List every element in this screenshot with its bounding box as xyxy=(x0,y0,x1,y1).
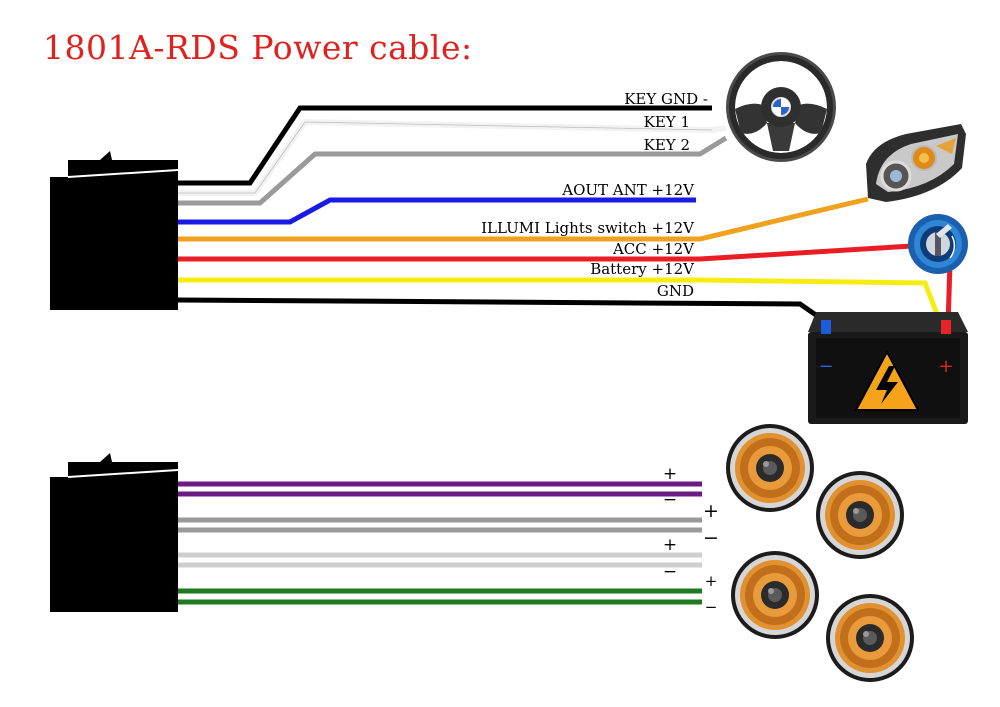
wire-key-gnd xyxy=(178,105,712,186)
speaker-icon-4 xyxy=(826,594,914,682)
speaker-wires xyxy=(178,481,702,605)
wire-acc xyxy=(178,243,913,262)
label-gnd: GND xyxy=(657,282,694,300)
label-key-1: KEY 1 xyxy=(644,113,690,131)
polarity-2: − xyxy=(663,490,677,510)
polarity-7: + xyxy=(705,572,718,590)
label-acc: ACC +12V xyxy=(612,240,695,258)
headlight-icon xyxy=(866,124,966,202)
high-voltage-icon xyxy=(854,349,920,411)
speaker-icon-1 xyxy=(726,424,814,512)
power-labels: KEY GND - KEY 1 KEY 2 AOUT ANT +12V ILLU… xyxy=(481,90,708,300)
polarity-1: + xyxy=(663,464,677,484)
label-aout: AOUT ANT +12V xyxy=(561,181,695,199)
ignition-key-icon xyxy=(908,214,968,274)
steering-wheel-icon xyxy=(726,52,836,162)
car-battery-icon: − + xyxy=(808,312,968,424)
label-key-2: KEY 2 xyxy=(644,136,690,154)
battery-positive-symbol: + xyxy=(938,356,953,377)
power-connector xyxy=(50,151,179,310)
wire-battery xyxy=(178,277,943,323)
polarity-labels: + − + − + − + − xyxy=(663,464,719,616)
polarity-4: − xyxy=(703,527,719,549)
wire-key-1-outline xyxy=(178,121,713,194)
polarity-3: + xyxy=(703,500,719,522)
speaker-connector xyxy=(50,453,179,612)
speaker-icon-3 xyxy=(731,551,819,639)
power-wires xyxy=(177,105,953,327)
diagram-title: 1801A-RDS Power cable: xyxy=(43,28,473,67)
label-key-gnd: KEY GND - xyxy=(624,90,708,108)
wire-key-2 xyxy=(178,135,728,206)
battery-negative-symbol: − xyxy=(818,356,833,377)
speaker-icon-2 xyxy=(816,471,904,559)
label-illumi: ILLUMI Lights switch +12V xyxy=(481,219,695,237)
polarity-5: + xyxy=(663,535,677,555)
wire-aout xyxy=(178,197,696,225)
wire-illumi xyxy=(178,196,869,242)
wire-gnd xyxy=(177,297,828,325)
polarity-8: − xyxy=(705,598,718,616)
polarity-6: − xyxy=(663,562,677,582)
label-battery: Battery +12V xyxy=(590,260,695,278)
